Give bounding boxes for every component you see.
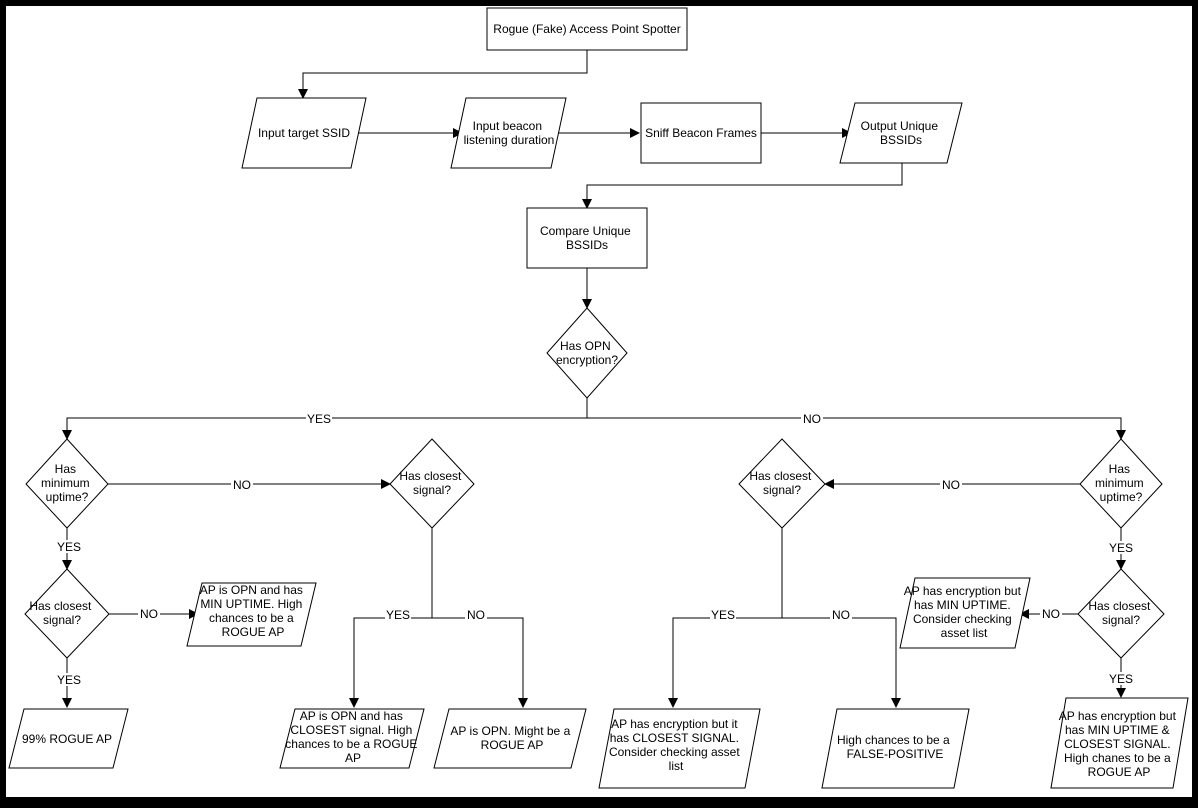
node-output-bssids: Output Unique BSSIDs [839, 102, 963, 164]
edge-labels: YES NO NO YES NO YES YES NO NO YES YES N… [56, 412, 1134, 687]
node-title-text: Rogue (Fake) Access Point Spotter [493, 22, 680, 36]
node-has-opn: Has OPN encryption? [546, 307, 628, 399]
label-yes-top-yes: YES [386, 608, 410, 622]
edge-no-top-no [782, 617, 901, 708]
diagram-background [6, 6, 1192, 797]
node-rogue-99-text: 99% ROGUE AP [22, 732, 112, 746]
node-compare-text: Compare Unique BSSIDs [540, 224, 634, 252]
node-no-uptime: Has minimum uptime? [1079, 438, 1163, 529]
node-opn-min-uptime: AP is OPN and has MIN UPTIME. High chanc… [186, 582, 317, 647]
node-false-positive: High chances to be a FALSE-POSITIVE [821, 708, 970, 789]
node-sniff: Sniff Beacon Frames [640, 102, 762, 164]
edges [62, 50, 1126, 708]
node-no-uptime-text: Has minimum uptime? [1095, 462, 1147, 504]
node-enc-closest-text: AP has encryption but it has CLOSEST SIG… [609, 717, 743, 773]
node-opn-min-uptime-text: AP is OPN and has MIN UPTIME. High chanc… [200, 583, 307, 639]
node-input-duration: Input beacon listening duration [450, 97, 567, 169]
edge-output-to-compare [582, 163, 903, 209]
edge-title-to-input-ssid [298, 50, 588, 99]
node-yes-closest-left: Has closest signal? [24, 568, 110, 659]
node-enc-min-uptime: AP has encryption but has MIN UPTIME. Co… [899, 577, 1031, 649]
label-yes-left-no: NO [140, 607, 158, 621]
label-yes-main: YES [307, 412, 331, 426]
node-enc-both-text: AP has encryption but has MIN UPTIME & C… [1059, 709, 1180, 779]
node-yes-closest-top-text: Has closest signal? [399, 469, 464, 497]
node-title: Rogue (Fake) Access Point Spotter [486, 7, 688, 51]
edge-no-top-yes [668, 617, 782, 708]
node-no-closest-top: Has closest signal? [738, 438, 826, 529]
node-input-ssid-text: Input target SSID [258, 126, 350, 140]
node-false-positive-text: High chances to be a FALSE-POSITIVE [837, 733, 953, 761]
label-no-top-yes: YES [711, 608, 735, 622]
node-opn-maybe-text: AP is OPN. Might be a ROGUE AP [450, 724, 573, 752]
label-no-uptime-no: NO [942, 478, 960, 492]
node-opn-closest-text: AP is OPN and has CLOSEST signal. High c… [285, 709, 420, 765]
label-yes-uptime-yes: YES [57, 540, 81, 554]
node-has-opn-text: Has OPN encryption? [556, 339, 618, 367]
edge-opn-no [587, 417, 1126, 440]
node-enc-closest: AP has encryption but it has CLOSEST SIG… [598, 708, 761, 789]
label-no-uptime-yes: YES [1109, 541, 1133, 555]
node-rogue-99: 99% ROGUE AP [8, 708, 129, 769]
node-sniff-text: Sniff Beacon Frames [645, 126, 757, 140]
label-yes-left-yes: YES [57, 673, 81, 687]
label-no-right-yes: YES [1109, 672, 1133, 686]
node-compare: Compare Unique BSSIDs [526, 207, 648, 269]
label-no-right-no: NO [1042, 607, 1060, 621]
node-opn-maybe: AP is OPN. Might be a ROGUE AP [433, 708, 587, 769]
node-input-duration-text: Input beacon listening duration [464, 119, 555, 147]
node-yes-uptime-text: Has minimum uptime? [41, 462, 93, 504]
node-enc-both: AP has encryption but has MIN UPTIME & C… [1050, 697, 1189, 789]
node-opn-closest: AP is OPN and has CLOSEST signal. High c… [279, 708, 425, 769]
edge-yes-top-no [432, 617, 528, 708]
label-yes-uptime-no: NO [233, 478, 251, 492]
node-no-closest-right: Has closest signal? [1077, 568, 1165, 659]
node-enc-min-uptime-text: AP has encryption but has MIN UPTIME. Co… [904, 584, 1025, 640]
node-no-closest-top-text: Has closest signal? [749, 469, 814, 497]
node-yes-uptime: Has minimum uptime? [25, 438, 109, 529]
label-no-top-no: NO [832, 608, 850, 622]
node-output-bssids-text: Output Unique BSSIDs [861, 119, 942, 147]
node-input-ssid: Input target SSID [241, 97, 367, 169]
node-yes-closest-top: Has closest signal? [389, 438, 475, 529]
node-yes-closest-left-text: Has closest signal? [29, 599, 94, 627]
label-no-main: NO [803, 412, 821, 426]
node-no-closest-right-text: Has closest signal? [1088, 599, 1153, 627]
label-yes-top-no: NO [467, 608, 485, 622]
